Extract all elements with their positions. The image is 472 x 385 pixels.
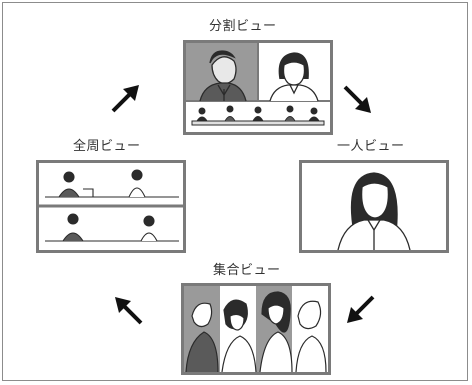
single-view-illustration <box>337 172 411 250</box>
all-view-panel <box>36 160 186 253</box>
all-view-illustration <box>39 169 183 242</box>
split-view-label: 分割ビュー <box>209 19 277 34</box>
group-view-panel <box>181 283 331 375</box>
single-view-label: 一人ビュー <box>337 139 405 154</box>
arrow-to-single-icon <box>343 85 371 113</box>
group-view-label: 集合ビュー <box>213 263 281 278</box>
arrow-to-group-icon <box>347 295 375 323</box>
arrow-to-split-icon <box>111 85 139 113</box>
split-view-illustration <box>186 43 330 132</box>
arrow-to-all-icon <box>115 297 143 325</box>
split-view-panel <box>183 40 333 135</box>
single-view-panel <box>299 160 449 253</box>
diagram-frame: 分割ビュー <box>2 2 468 381</box>
group-view-illustration <box>184 286 327 372</box>
all-view-label: 全周ビュー <box>73 139 141 154</box>
